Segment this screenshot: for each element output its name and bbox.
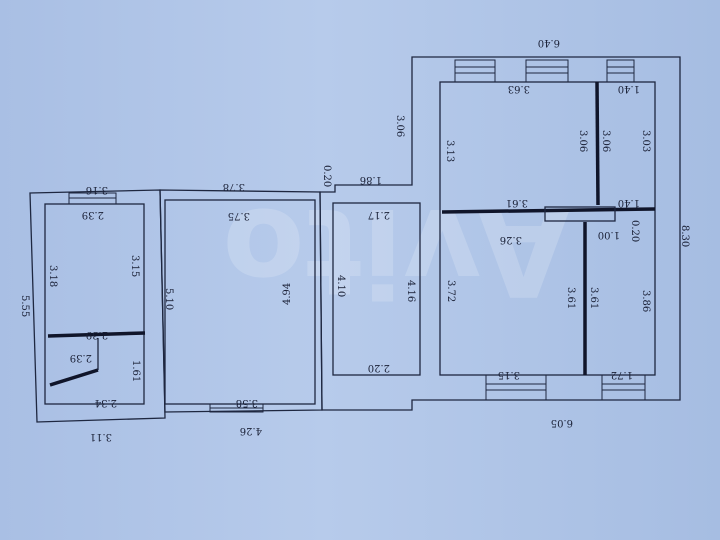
dim-label: 2.39 [86, 329, 108, 340]
dim-label: 3.06 [394, 115, 405, 137]
windows [68, 59, 646, 413]
dim-label: 3.58 [236, 397, 258, 408]
dim-label: 1.00 [598, 229, 620, 240]
dim-label: 3.06 [600, 130, 611, 152]
dim-label: 3.15 [498, 369, 520, 380]
dim-label: 2.17 [368, 209, 390, 220]
dim-label: 1.86 [360, 174, 382, 185]
dim-label: 2.34 [95, 397, 117, 408]
dim-label: 3.03 [640, 130, 651, 152]
dim-label: 0.20 [629, 220, 640, 242]
dim-label: 6.05 [551, 417, 573, 428]
dim-label: 5.55 [19, 295, 30, 317]
dim-label: 2.39 [70, 352, 92, 363]
dim-label: 4.10 [335, 275, 346, 297]
watermark: Avito [222, 181, 570, 320]
dim-label: 8.30 [679, 225, 690, 247]
dim-label: 3.72 [445, 280, 456, 302]
dim-label: 6.40 [538, 37, 560, 48]
dim-label: 1.40 [618, 83, 640, 94]
dim-label: 4.16 [405, 280, 416, 302]
dim-label: 3.75 [228, 210, 250, 221]
dim-label: 3.78 [223, 181, 245, 192]
dim-label: 3.11 [90, 431, 112, 442]
dim-label: 3.18 [47, 265, 58, 287]
dim-label: 3.26 [500, 234, 522, 245]
dim-label: 3.61 [565, 287, 576, 309]
dim-label: 2.39 [82, 209, 104, 220]
dim-label: 3.13 [444, 140, 455, 162]
dim-label: 1.61 [130, 360, 141, 382]
dim-label: 3.15 [129, 255, 140, 277]
dim-label: 4.26 [240, 425, 262, 436]
dim-label: 3.16 [86, 184, 108, 195]
dim-label: 2.20 [368, 362, 390, 373]
dim-label: 3.06 [577, 130, 588, 152]
dimension-labels: 6.40 3.63 1.40 3.06 3.13 3.06 3.06 3.03 … [19, 37, 690, 442]
dim-label: 3.63 [508, 83, 530, 94]
dim-label: 0.20 [321, 165, 332, 187]
dim-label: 3.86 [640, 290, 651, 312]
dim-label: 5.10 [163, 288, 174, 310]
dim-label: 4.94 [282, 283, 293, 305]
dim-label: 1.40 [618, 197, 640, 208]
dim-label: 3.61 [588, 287, 599, 309]
dim-label: 3.61 [506, 197, 528, 208]
dim-label: 1.72 [611, 369, 633, 380]
